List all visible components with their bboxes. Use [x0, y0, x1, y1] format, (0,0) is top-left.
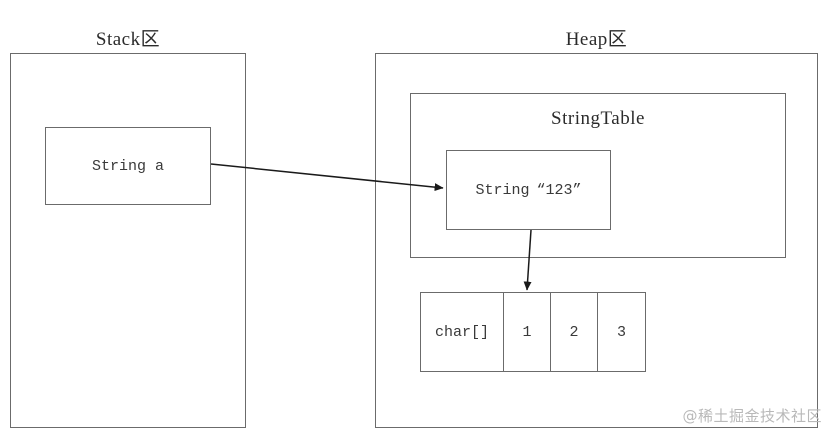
string-object-label: String “123”: [446, 150, 611, 230]
stack-variable-label: String a: [91, 157, 164, 175]
string-object-box: [446, 150, 611, 230]
string-object-type-label: String: [475, 181, 530, 199]
stack-variable-box: [45, 127, 211, 205]
char-array-head-cell: char[]: [421, 293, 504, 371]
heap-region-box: [375, 53, 818, 428]
char-array-table: char[] 1 2 3: [420, 292, 646, 372]
watermark-text: @稀土掘金技术社区: [682, 407, 822, 425]
stack-region-box: [10, 53, 246, 428]
char-array-slot-1: 2: [551, 293, 598, 371]
char-array-slot-2: 3: [616, 323, 626, 341]
heap-region-title: Heap区: [565, 29, 628, 50]
string-object-value-label: “123”: [536, 181, 582, 199]
char-array-slot-0: 1: [504, 293, 551, 371]
stack-region-title: Stack区: [95, 29, 161, 50]
string-table-title: StringTable: [551, 108, 645, 129]
